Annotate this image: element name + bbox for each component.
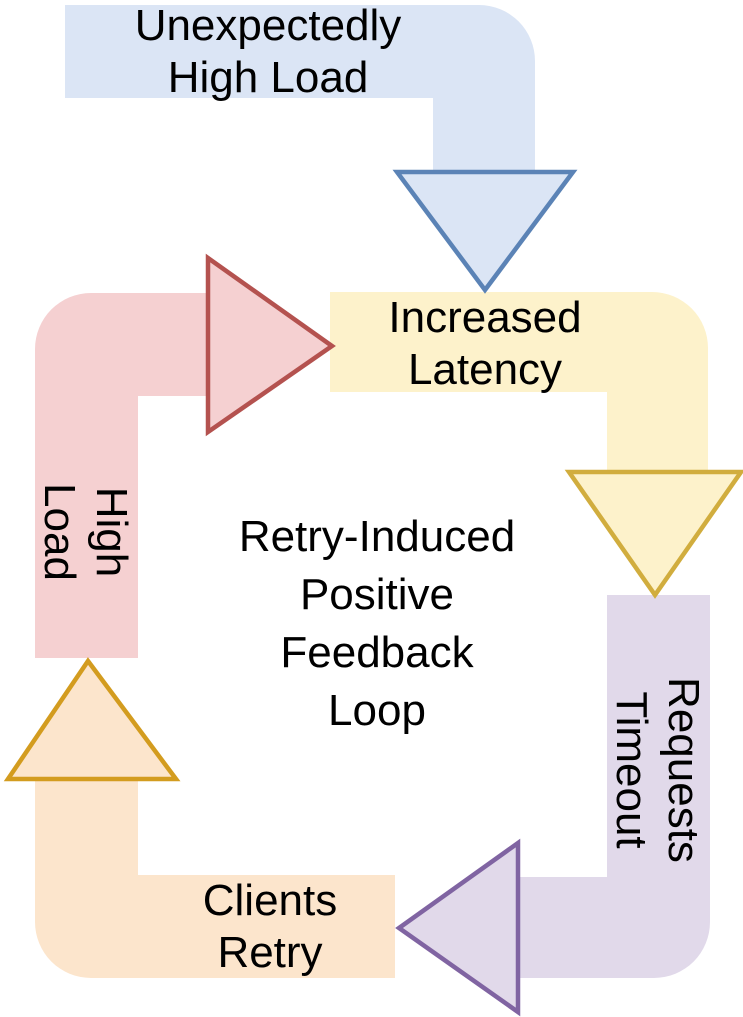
arrowhead-down-increased-latency: [564, 469, 743, 599]
arrowhead-up-clients-retry: [3, 657, 181, 782]
band-requests-timeout: [518, 595, 710, 978]
arrowhead-right-high-load: [205, 253, 336, 437]
diagram-title: Retry-Induced Positive Feedback Loop: [238, 512, 516, 735]
arrowhead-left-requests-timeout: [395, 838, 521, 1017]
label-clients-retry: Clients Retry: [202, 876, 338, 977]
arrowhead-down-unexpectedly-high-load: [392, 169, 578, 294]
band-clients-retry: [35, 780, 395, 978]
band-increased-latency: [330, 292, 708, 472]
band-high-load: [35, 293, 208, 658]
label-increased-latency: Increased Latency: [388, 293, 582, 394]
label-unexpectedly-high-load: Unexpectedly High Load: [134, 1, 402, 102]
band-unexpectedly-high-load: [65, 5, 535, 172]
